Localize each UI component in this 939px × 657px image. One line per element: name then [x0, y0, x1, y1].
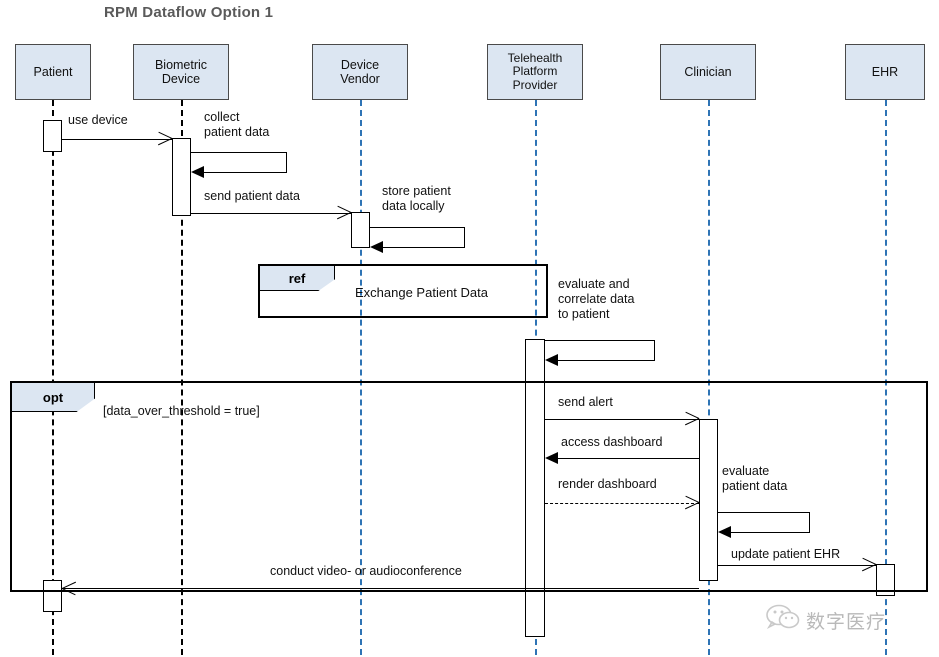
selfloop-top-evaluate-patient-data: [718, 512, 810, 513]
lifeline-label-ehr: EHR: [871, 65, 899, 79]
lifeline-box-vendor[interactable]: Device Vendor: [312, 44, 408, 100]
message-label-send-alert: send alert: [558, 395, 613, 409]
wechat-icon: [766, 604, 800, 630]
arrowhead-access-dashboard: [545, 452, 558, 464]
message-line-use-device: [62, 139, 172, 140]
selfloop-top-collect: [191, 152, 287, 153]
selfloop-bottom-evaluate-correlate: [558, 360, 655, 361]
message-label-store: store patient data locally: [382, 184, 451, 213]
message-line-update-ehr: [718, 565, 876, 566]
selfloop-right-evaluate-correlate: [654, 340, 655, 361]
message-label-render-dashboard: render dashboard: [558, 477, 657, 491]
message-line-send-patient-data: [191, 213, 351, 214]
message-label-evaluate-patient-data: evaluate patient data: [722, 464, 788, 493]
lifeline-line-patient: [52, 100, 54, 655]
message-label-conference: conduct video- or audioconference: [270, 564, 462, 578]
page-title: RPM Dataflow Option 1: [104, 4, 274, 21]
lifeline-line-clinician: [708, 100, 710, 655]
lifeline-label-telehealth: Telehealth Platform Provider: [507, 50, 563, 92]
lifeline-box-clinician[interactable]: Clinician: [660, 44, 756, 100]
lifeline-box-ehr[interactable]: EHR: [845, 44, 925, 100]
fragment-opt-guard: [data_over_threshold = true]: [103, 404, 260, 418]
selfloop-top-evaluate-correlate: [545, 340, 655, 341]
selfloop-bottom-evaluate-patient-data: [731, 532, 810, 533]
lifeline-box-telehealth[interactable]: Telehealth Platform Provider: [487, 44, 583, 100]
message-line-send-alert: [545, 419, 699, 420]
activation-patient-2: [43, 580, 62, 612]
message-line-render-dashboard: [545, 503, 699, 504]
lifeline-box-device[interactable]: Biometric Device: [133, 44, 229, 100]
selfloop-right-collect: [286, 152, 287, 173]
activation-clinician-1: [699, 419, 718, 581]
lifeline-box-patient[interactable]: Patient: [15, 44, 91, 100]
selfloop-bottom-store: [383, 247, 465, 248]
arrowhead-collect: [191, 166, 204, 178]
activation-device-1: [172, 138, 191, 216]
message-label-access-dashboard: access dashboard: [561, 435, 663, 449]
message-label-collect: collect patient data: [204, 110, 270, 139]
message-line-conference: [62, 588, 699, 589]
fragment-ref-box[interactable]: [258, 264, 548, 318]
selfloop-top-store: [370, 227, 465, 228]
activation-telehealth-1: [525, 339, 545, 637]
fragment-ref-name: Exchange Patient Data: [355, 285, 488, 300]
message-label-use-device: use device: [68, 113, 128, 127]
fragment-opt-box[interactable]: [10, 381, 928, 592]
activation-vendor-1: [351, 212, 370, 248]
lifeline-line-vendor: [360, 100, 362, 655]
arrowhead-evaluate-patient-data: [718, 526, 731, 538]
lifeline-label-patient: Patient: [33, 65, 73, 79]
message-line-access-dashboard: [558, 458, 699, 459]
fragment-ref-operator: ref: [259, 265, 335, 291]
watermark-text: 数字医疗: [806, 611, 887, 633]
arrowhead-store: [370, 241, 383, 253]
activation-patient-1: [43, 120, 62, 152]
fragment-opt-operator: opt: [11, 382, 95, 412]
selfloop-right-store: [464, 227, 465, 248]
lifeline-label-clinician: Clinician: [684, 65, 732, 79]
message-label-send-patient-data: send patient data: [204, 189, 300, 203]
arrowhead-evaluate-correlate: [545, 354, 558, 366]
selfloop-bottom-collect: [204, 172, 287, 173]
message-label-evaluate-correlate: evaluate and correlate data to patient: [558, 277, 635, 321]
selfloop-right-evaluate-patient-data: [809, 512, 810, 533]
activation-ehr-1: [876, 564, 895, 596]
lifeline-line-ehr: [885, 100, 887, 655]
lifeline-label-device: Biometric Device: [154, 58, 208, 86]
message-label-update-ehr: update patient EHR: [731, 547, 841, 561]
lifeline-label-vendor: Device Vendor: [340, 58, 380, 86]
lifeline-line-device: [181, 100, 183, 655]
